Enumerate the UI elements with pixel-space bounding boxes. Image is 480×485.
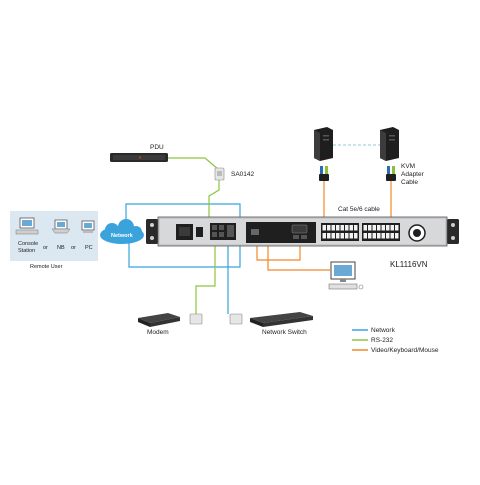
rj45-port [327,233,331,239]
rj45-port [372,233,376,239]
rs232-cable-modem [195,240,216,314]
legend-label-rs232: RS-232 [371,337,393,344]
rj45-port [377,233,381,239]
network-cloud-icon [100,219,144,244]
rj45-port [349,225,353,231]
rj45-port [363,233,367,239]
network-switch-device [250,312,313,327]
modem-connector [189,313,203,325]
or-label-1: or [43,245,48,251]
rs232-cables [168,157,220,314]
monitor-keyboard-icon [328,261,364,290]
legend-label-network: Network [371,327,396,334]
legend-item-rs232: RS-232 [352,337,393,344]
rj45-port [349,233,353,239]
modem-label: Modem [147,329,169,336]
vkm-cable-monitor [267,246,330,271]
rj45-port [395,233,399,239]
rj45-port [322,233,326,239]
remote-user-label: Remote User [30,264,63,270]
kvm-adapter-2 [386,166,396,181]
notebook-icon [51,219,71,234]
sa0142-label: SA0142 [231,171,255,178]
remote-user-panel [10,211,98,261]
rj45-port [381,225,385,231]
kvm-adapter-label-line3: Cable [401,179,418,186]
rj45-port [336,225,340,231]
rj45-port [345,233,349,239]
network-switch-label: Network Switch [262,329,307,336]
rj45-port [340,225,344,231]
kvm-switch-unit [146,216,459,247]
rs232-cable-sa0142 [208,180,220,226]
rj45-port [386,225,390,231]
console-station-label-line2: Station [18,248,35,254]
rj45-port [386,233,390,239]
rj45-port [331,233,335,239]
rj45-port [331,225,335,231]
rj45-port [368,233,372,239]
cat-cable-label: Cat 5e/6 cable [338,206,380,213]
rj45-port [354,233,358,239]
legend-label-vkm: Video/Keyboard/Mouse [371,347,439,354]
server-1 [314,127,333,161]
vkm-cable-console-loop [256,246,301,261]
rj45-port [340,233,344,239]
or-label-2: or [71,245,76,251]
rj45-port [381,233,385,239]
pc-icon [81,220,95,233]
rs232-cable-pdu [168,157,220,171]
kvm-adapter-label-line1: KVM [401,163,415,170]
rj45-port [372,225,376,231]
server-2 [380,127,399,161]
legend-item-network: Network [352,327,396,334]
console-station-label-line1: Console [18,241,38,247]
rj45-port [327,225,331,231]
modem-device [138,313,180,327]
network-switch-connector [229,313,243,325]
rj45-port-bank-2 [363,225,399,239]
rj45-port [345,225,349,231]
rj45-port [390,225,394,231]
pdu-device [110,153,168,162]
rj45-port [377,225,381,231]
rj45-port [368,225,372,231]
kvm-adapter-1 [319,166,329,181]
network-cloud-label: Network [111,233,134,239]
legend: Network RS-232 Video/Keyboard/Mouse [352,327,439,354]
console-station-icon [15,217,39,235]
pdu-label: PDU [150,144,164,151]
legend-item-vkm: Video/Keyboard/Mouse [352,347,439,354]
kvm-adapter-label-line2: Adapter [401,171,425,178]
nb-label: NB [57,245,65,251]
rj45-port [363,225,367,231]
model-label: KL1116VN [390,260,428,269]
pc-label: PC [85,245,93,251]
rj45-port-bank-1 [322,225,358,239]
rj45-port [390,233,394,239]
sa0142-adapter [214,167,225,181]
rj45-port [395,225,399,231]
rj45-port [336,233,340,239]
rj45-port [354,225,358,231]
rj45-port [322,225,326,231]
